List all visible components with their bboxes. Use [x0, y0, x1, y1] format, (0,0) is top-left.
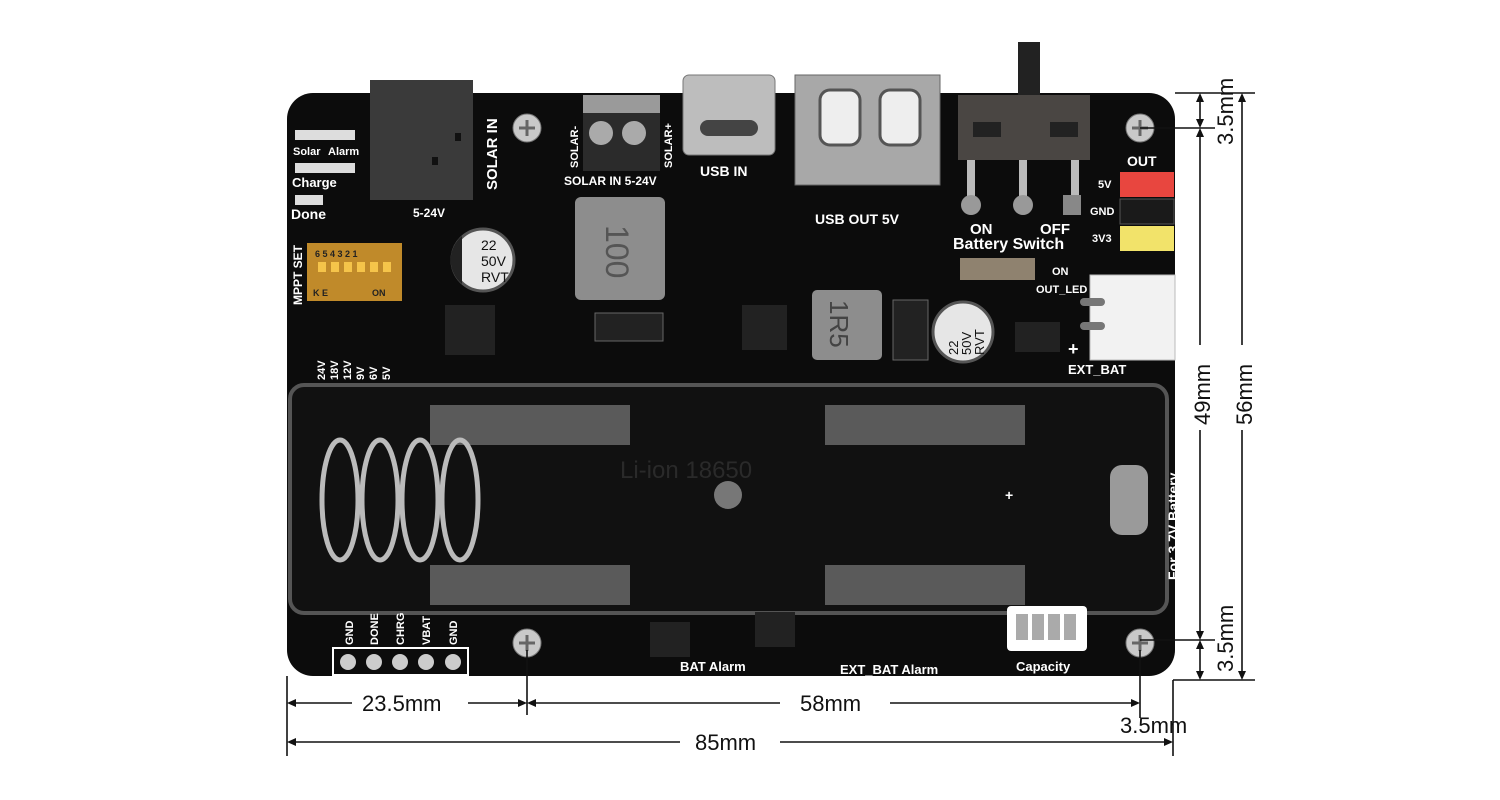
- ext-battery-connector: [1080, 274, 1176, 361]
- mppt-18v: 18V: [329, 360, 341, 380]
- ext-bat-alarm-label: EXT_BAT Alarm: [840, 662, 938, 677]
- mounting-screw-icon: [1125, 628, 1155, 658]
- ic-chip: [755, 612, 795, 647]
- output-pin-header: [1119, 172, 1175, 251]
- mppt-voltage-labels: 24V 18V 12V 9V 6V 5V: [316, 360, 393, 380]
- capacity-label: Capacity: [1016, 659, 1071, 674]
- pin-chrg-label: CHRG: [395, 613, 407, 645]
- usb-a-port: [794, 74, 941, 186]
- dip-ke-label: K E: [313, 288, 328, 298]
- solar-led: [295, 130, 355, 140]
- dip-on-label: ON: [372, 288, 386, 298]
- dip-numbers: 6 5 4 3 2 1: [315, 249, 358, 259]
- cap2-voltage: 50V: [959, 332, 974, 355]
- dim-top-offset: 3.5mm: [1213, 78, 1238, 145]
- pin-gnd2-label: GND: [448, 621, 460, 646]
- header-pins: [332, 647, 469, 676]
- dim-total-width: 85mm: [695, 730, 756, 755]
- usb-in-label: USB IN: [700, 163, 747, 179]
- mppt-set-label: MPPT SET: [291, 244, 305, 305]
- cap1-voltage: 50V: [481, 253, 507, 269]
- mppt-5v: 5V: [381, 366, 393, 380]
- dim-hole-spacing-y: 49mm: [1190, 364, 1215, 425]
- switch-off-label: OFF: [1040, 221, 1070, 238]
- mounting-screw-icon: [512, 628, 542, 658]
- charge-led: [295, 163, 355, 173]
- battery-side-label: For 3.7V Battery: [1165, 472, 1181, 580]
- mppt-6v: 6V: [368, 366, 380, 380]
- inductor1-label: 100: [599, 225, 635, 278]
- mppt-24v: 24V: [316, 360, 328, 380]
- ic-chip: [650, 622, 690, 657]
- led-on-label: ON: [1052, 266, 1069, 278]
- battery-holder: [288, 383, 1169, 615]
- out-5v-label: 5V: [1098, 179, 1112, 191]
- cap2-value: 22: [946, 341, 961, 355]
- battery-slide-switch[interactable]: [958, 42, 1090, 215]
- dim-hole-spacing-x: 58mm: [800, 691, 861, 716]
- capacity-indicator: [1007, 606, 1087, 651]
- dim-total-height: 56mm: [1232, 364, 1257, 425]
- inductor-1r5: [812, 290, 882, 360]
- dim-left-offset: 23.5mm: [362, 691, 441, 716]
- bat-alarm-label: BAT Alarm: [680, 659, 746, 674]
- solar-plus-label: SOLAR+: [663, 123, 675, 168]
- ext-bat-label: EXT_BAT: [1068, 362, 1126, 377]
- holder-mark: Li-ion 18650: [620, 457, 752, 484]
- dc-jack: [370, 80, 473, 200]
- solar-label: Solar: [293, 146, 321, 158]
- cap2-series: RVT: [972, 329, 987, 355]
- solar-in-range-label: SOLAR IN 5-24V: [564, 174, 657, 188]
- smd-resistors: [960, 258, 1035, 280]
- solar-in-label: SOLAR IN: [484, 118, 501, 190]
- out-3v3-label: 3V3: [1092, 233, 1112, 245]
- dim-bottom-offset: 3.5mm: [1213, 605, 1238, 672]
- dim-right-offset: 3.5mm: [1120, 713, 1187, 738]
- out-gnd-label: GND: [1090, 206, 1115, 218]
- solar-terminal-block: [583, 95, 660, 171]
- capacitor-2: [931, 300, 995, 364]
- dimension-lines: [286, 92, 1255, 756]
- mppt-12v: 12V: [342, 360, 354, 380]
- positive-contact: [1110, 465, 1148, 535]
- out-label: OUT: [1127, 153, 1157, 169]
- charge-label: Charge: [292, 175, 337, 190]
- solar-minus-label: SOLAR-: [569, 126, 581, 169]
- regulator-chip: [1015, 322, 1060, 352]
- diode: [594, 312, 664, 342]
- capacitor-1: [450, 227, 516, 293]
- mounting-screw-icon: [512, 113, 542, 143]
- mppt-9v: 9V: [355, 366, 367, 380]
- header-pin-labels: GND DONE CHRG VBAT GND: [344, 613, 460, 645]
- battery-switch-label: Battery Switch: [953, 236, 1064, 253]
- usb-c-port: [682, 74, 776, 156]
- ic-chip: [445, 305, 495, 355]
- jack-voltage-label: 5-24V: [413, 206, 445, 220]
- done-label: Done: [291, 206, 326, 222]
- spring-contact: [319, 437, 481, 563]
- diode: [892, 299, 929, 361]
- alarm-label: Alarm: [328, 146, 359, 158]
- pin-done-label: DONE: [369, 613, 381, 645]
- mppt-dip-switch[interactable]: [307, 243, 402, 301]
- plus-symbol: +: [1005, 487, 1013, 503]
- done-led: [295, 195, 323, 205]
- pin-vbat-label: VBAT: [421, 616, 433, 645]
- cap1-series: RVT: [481, 269, 509, 285]
- cap1-value: 22: [481, 237, 497, 253]
- inductor-100: [575, 197, 665, 300]
- plus-marker: +: [1068, 339, 1079, 359]
- switch-on-label: ON: [970, 221, 993, 238]
- pin-gnd-label: GND: [344, 621, 356, 646]
- out-led-label: OUT_LED: [1036, 284, 1087, 296]
- ic-chip: [742, 305, 787, 350]
- inductor2-label: 1R5: [824, 300, 854, 348]
- usb-out-label: USB OUT 5V: [815, 211, 900, 227]
